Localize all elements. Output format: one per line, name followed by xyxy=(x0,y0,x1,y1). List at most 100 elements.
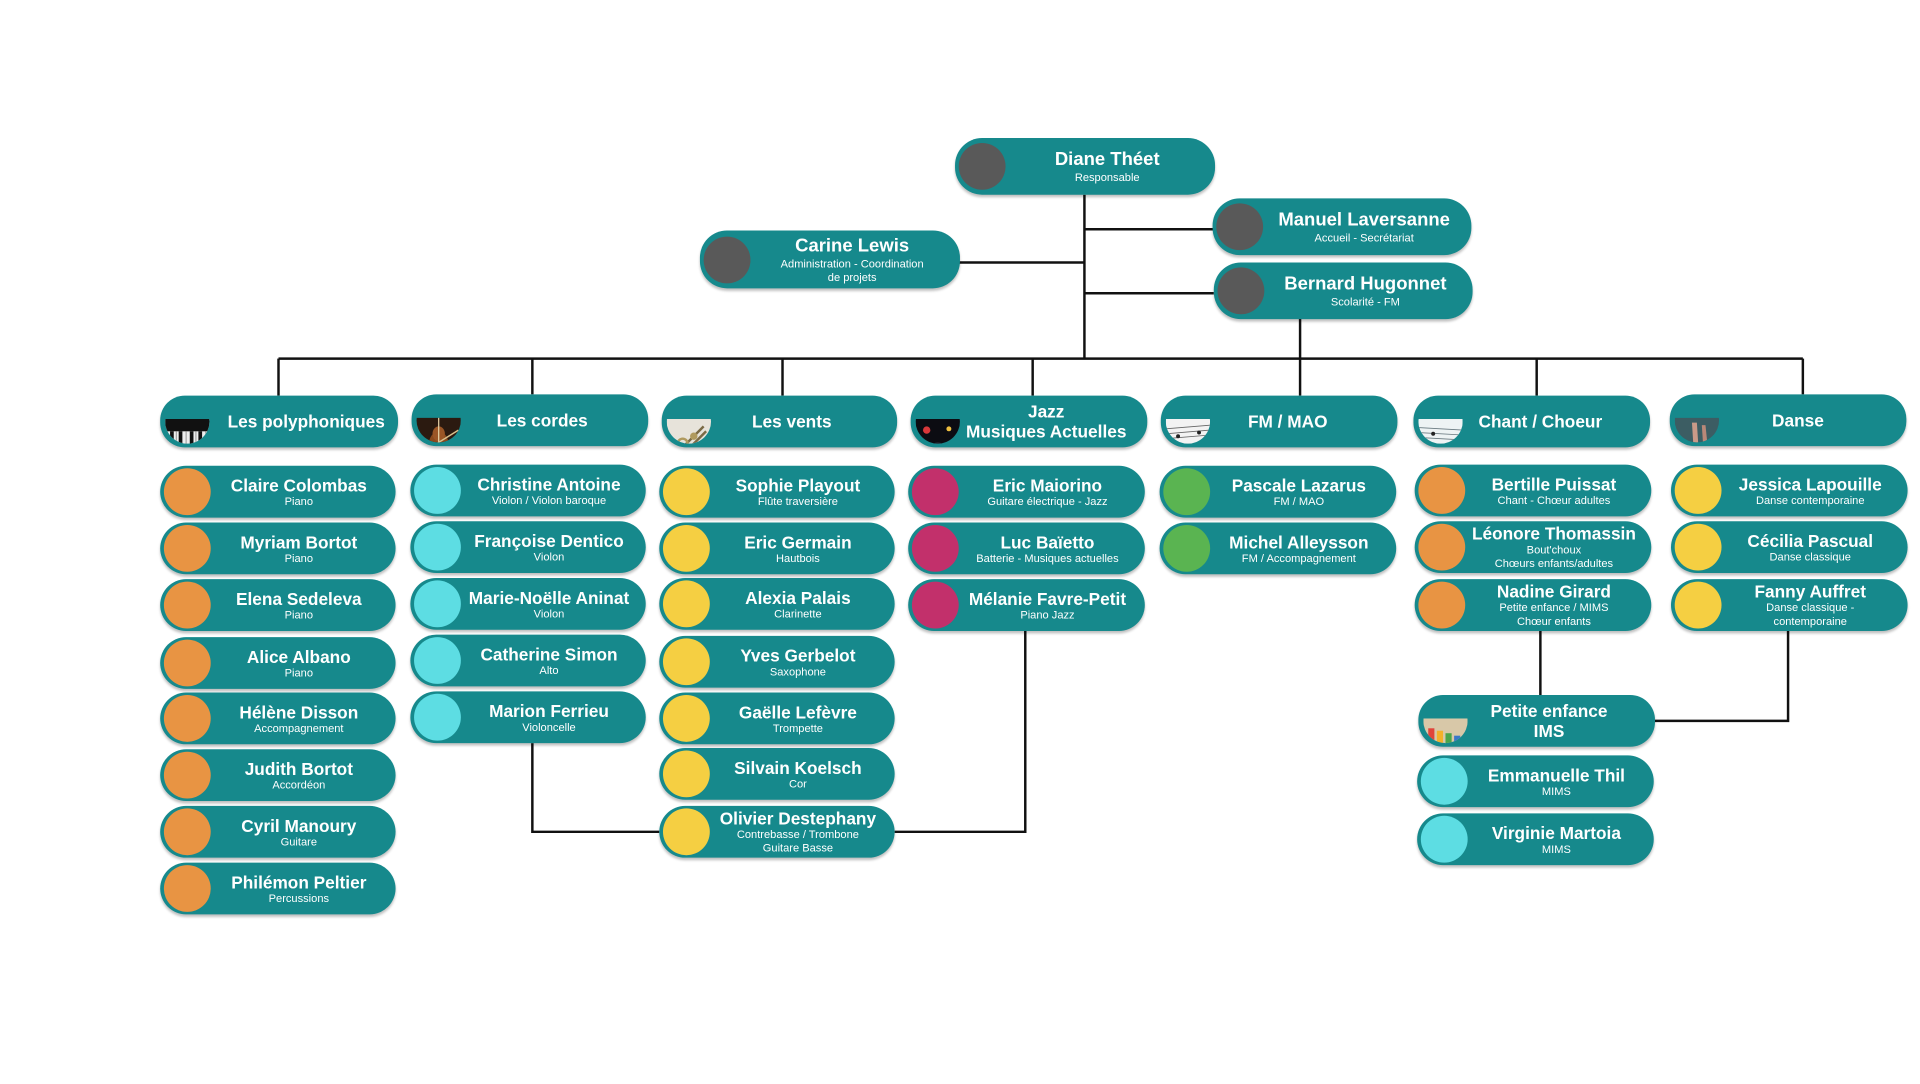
head-manuel[interactable]: Manuel Laversanne Accueil - Secrétariat xyxy=(1212,198,1472,256)
person-name: Mélanie Favre-Petit xyxy=(968,588,1127,609)
head-bernard[interactable]: Bernard Hugonnet Scolarité - FM xyxy=(1213,262,1473,320)
category-label: Danse xyxy=(1772,410,1824,431)
brass-icon xyxy=(666,399,712,444)
person-role: Clarinette xyxy=(774,606,822,620)
person-role: Percussions xyxy=(268,891,330,904)
person-name: Gaëlle Lefèvre xyxy=(738,701,857,722)
person-name: Jessica Lapouille xyxy=(1738,473,1882,494)
person-role: Danse contemporaine xyxy=(1755,493,1865,506)
avatar xyxy=(703,235,751,283)
avatar xyxy=(163,695,211,742)
category-petite-enfance[interactable]: Petite enfance IMS xyxy=(1418,695,1655,747)
category-jazz[interactable]: Jazz Musiques Actuelles xyxy=(910,395,1148,448)
category-fm[interactable]: FM / MAO xyxy=(1160,395,1398,448)
person-name: Marie-Noëlle Aninat xyxy=(468,587,630,607)
person-name: Yves Gerbelot xyxy=(740,645,856,665)
avatar xyxy=(662,750,710,798)
avatar xyxy=(163,468,211,516)
category-polyphoniques[interactable]: Les polyphoniques xyxy=(160,395,399,448)
avatar xyxy=(1674,523,1722,571)
person-role: Piano xyxy=(284,551,314,564)
avatar xyxy=(662,695,710,742)
dancer-icon xyxy=(1674,398,1720,443)
person-name: Olivier Destephany xyxy=(719,808,877,829)
person-role: Administration - Coordination de projets xyxy=(780,256,924,283)
person-role: Piano Jazz xyxy=(1020,608,1075,621)
person-role: FM / MAO xyxy=(1273,494,1325,508)
person-role: MIMS xyxy=(1541,784,1571,797)
avatar xyxy=(1163,524,1211,572)
person-role: Piano xyxy=(284,666,314,679)
person-role: MIMS xyxy=(1541,842,1571,855)
person-role: Guitare xyxy=(280,834,318,848)
person-role: Hautbois xyxy=(776,551,820,564)
avatar xyxy=(163,581,211,629)
avatar xyxy=(1420,815,1468,863)
avatar xyxy=(1420,757,1468,805)
avatar xyxy=(911,524,959,572)
person-name: Diane Théet xyxy=(1054,148,1160,170)
person-name: Hélène Disson xyxy=(239,701,359,722)
person-role: Chant - Chœur adultes xyxy=(1497,493,1611,506)
person-name: Christine Antoine xyxy=(477,473,621,494)
person-name: Pascale Lazarus xyxy=(1231,475,1366,495)
person-name: Emmanuelle Thil xyxy=(1487,764,1625,785)
avatar xyxy=(414,523,461,571)
avatar xyxy=(1674,467,1722,514)
person-role: Flûte traversière xyxy=(757,494,838,508)
stage-icon xyxy=(915,399,960,444)
person-name: Eric Maiorino xyxy=(992,475,1103,495)
avatar xyxy=(1418,467,1466,514)
head-diane[interactable]: Diane Théet Responsable xyxy=(955,138,1216,195)
person-name: Cyril Manoury xyxy=(241,815,357,835)
category-danse[interactable]: Danse xyxy=(1669,394,1907,447)
head-carine[interactable]: Carine Lewis Administration - Coordinati… xyxy=(699,230,960,289)
person-name: Alice Albano xyxy=(246,646,351,667)
person-name: Manuel Laversanne xyxy=(1278,208,1450,230)
category-label: Jazz Musiques Actuelles xyxy=(966,401,1127,442)
category-chant[interactable]: Chant / Choeur xyxy=(1413,395,1651,448)
xylophone-icon xyxy=(1423,699,1468,744)
person-name: Claire Colombas xyxy=(230,475,367,495)
person-role: Piano xyxy=(284,608,314,621)
category-label: FM / MAO xyxy=(1247,411,1328,432)
category-vents[interactable]: Les vents xyxy=(661,395,898,448)
category-cordes[interactable]: Les cordes xyxy=(411,394,649,447)
person-name: Silvain Koelsch xyxy=(734,757,862,777)
person-role: Cor xyxy=(788,776,807,790)
avatar xyxy=(958,142,1006,190)
